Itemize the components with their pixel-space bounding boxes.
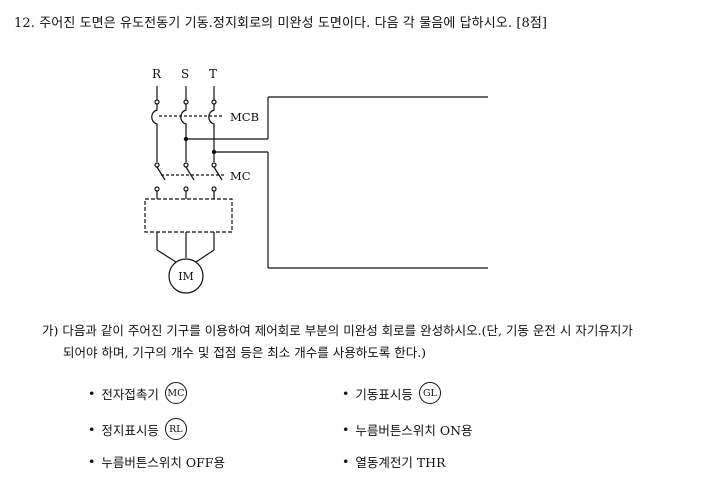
component-label: 누름버튼스위치 OFF용 (101, 455, 225, 470)
component-item: • 정지표시등 RL (88, 418, 187, 440)
bullet-icon: • (342, 422, 350, 437)
component-label: 정지표시등 (101, 422, 159, 438)
subquestion-line1: 다음과 같이 주어진 기구를 이용하여 제어회로 부분의 미완성 회로를 완성하… (62, 323, 633, 338)
subquestion-marker: 가) (42, 323, 59, 338)
component-item: • 누름버튼스위치 ON용 (342, 420, 473, 439)
phase-label-t: T (209, 67, 217, 81)
subquestion: 가) 다음과 같이 주어진 기구를 이용하여 제어회로 부분의 미완성 회로를 … (42, 320, 702, 364)
component-label: 전자접촉기 (101, 386, 159, 402)
component-item: • 누름버튼스위치 OFF용 (88, 452, 225, 471)
question-title: 12. 주어진 도면은 유도전동기 기동.정지회로의 미완성 도면이다. 다음 … (14, 16, 548, 31)
rl-symbol-icon: RL (164, 418, 187, 440)
phase-label-s: S (181, 67, 189, 81)
mc-symbol-icon: MC (164, 382, 187, 404)
subquestion-line2: 되어야 하며, 기구의 개수 및 접점 등은 최소 개수를 사용하도록 한다.) (63, 345, 427, 360)
bullet-icon: • (88, 385, 96, 401)
bullet-icon: • (342, 385, 350, 401)
phase-label-r: R (152, 67, 162, 81)
component-item: • 열동계전기 THR (342, 452, 446, 471)
mc-label: MC (230, 169, 251, 183)
component-label: 열동계전기 THR (355, 455, 446, 470)
mcb-label: MCB (230, 110, 259, 124)
motor-label: IM (178, 270, 194, 283)
component-label: 누름버튼스위치 ON용 (355, 423, 473, 438)
bullet-icon: • (342, 454, 350, 469)
component-label: 기동표시등 (355, 386, 413, 402)
bullet-icon: • (88, 454, 96, 469)
bullet-icon: • (88, 421, 96, 437)
gl-symbol-icon: GL (418, 382, 441, 404)
component-item: • 기동표시등 GL (342, 382, 441, 404)
component-item: • 전자접촉기 MC (88, 382, 187, 404)
